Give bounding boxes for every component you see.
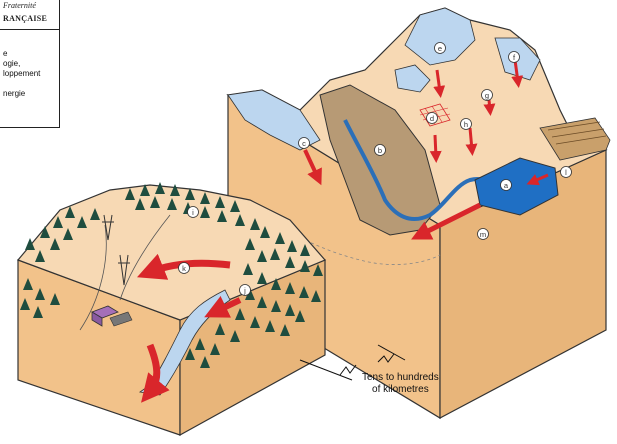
marker-label-h: h	[464, 120, 468, 129]
scale-annotation: Tens to hundreds of kilometres	[362, 372, 439, 396]
marker-label-d: d	[430, 114, 434, 123]
scale-line1: Tens to hundreds	[362, 372, 439, 384]
marker-label-k: k	[182, 264, 186, 273]
marker-label-e: e	[438, 44, 442, 53]
arrow-d	[435, 135, 436, 157]
marker-label-m: m	[480, 230, 486, 239]
marker-label-j: j	[243, 286, 246, 295]
scale-line2: of kilometres	[362, 384, 439, 396]
marker-label-c: c	[302, 139, 306, 148]
arrow-h	[470, 128, 472, 150]
marker-label-g: g	[485, 91, 489, 100]
marker-label-b: b	[378, 146, 382, 155]
